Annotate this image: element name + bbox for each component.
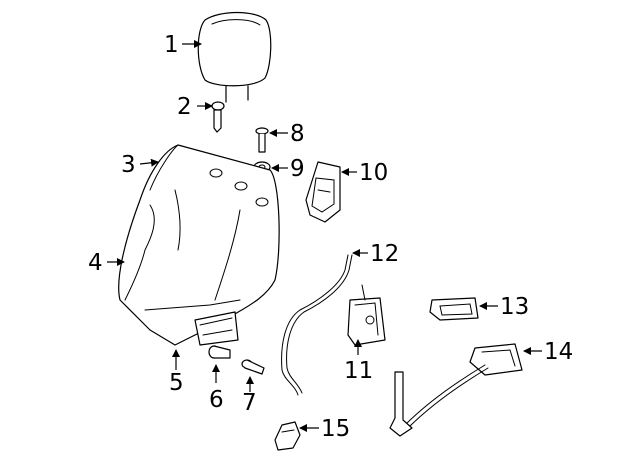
leader-3 — [139, 158, 159, 167]
callout-5: 5 — [169, 370, 184, 396]
callout-12: 12 — [370, 241, 399, 267]
callout-1: 1 — [164, 32, 179, 58]
callout-10: 10 — [359, 160, 388, 186]
callout-11: 11 — [344, 358, 373, 384]
callout-13: 13 — [500, 294, 529, 320]
callout-3: 3 — [121, 152, 136, 178]
callout-6: 6 — [209, 387, 224, 413]
seat-back-part — [118, 144, 280, 346]
release-handle-part — [429, 297, 479, 321]
callout-9: 9 — [290, 156, 305, 182]
leader-lines — [107, 40, 542, 432]
cover-clip-part — [274, 421, 301, 451]
callout-7: 7 — [242, 390, 257, 416]
callout-labels: 1 2 3 4 5 6 7 8 9 10 11 12 13 14 15 — [88, 32, 573, 442]
release-cable-part — [281, 254, 353, 396]
screw-part — [255, 127, 269, 153]
bolt-part — [241, 359, 265, 375]
release-bezel-part — [305, 161, 341, 223]
callout-14: 14 — [544, 339, 573, 365]
callout-2: 2 — [177, 94, 192, 120]
headrest-part — [197, 11, 272, 103]
callout-4: 4 — [88, 250, 103, 276]
hinge-bracket-part — [208, 345, 231, 359]
striker-cable-part — [389, 343, 523, 437]
headrest-guide-part — [211, 101, 225, 133]
latch-assembly-part — [347, 284, 386, 346]
callout-8: 8 — [290, 121, 305, 147]
callout-15: 15 — [321, 416, 350, 442]
